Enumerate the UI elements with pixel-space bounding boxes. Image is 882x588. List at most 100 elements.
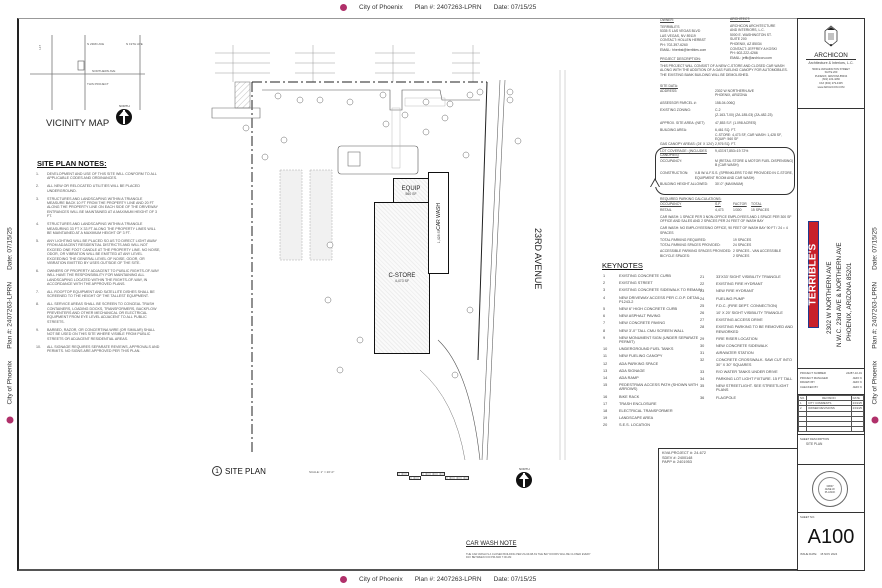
revision-delta-icon [650, 178, 660, 187]
city-seal-icon [871, 416, 879, 424]
parking-total-row: TOTAL PARKING SPACES PROVIDED:24 SPACES [660, 242, 752, 247]
keynote-item: 16Bike rack [603, 394, 640, 399]
scale-label: SCALE: 1" = 20'-0" [309, 470, 335, 474]
archicon-logo-icon [824, 25, 838, 47]
keynote-item: 8New 3'-0" tall CMU screen wall [603, 328, 684, 333]
parking-calculations: REQUIRED PARKING CALCULATIONS: OCCUPANCY… [660, 197, 795, 259]
site-data-row: BUILDING HEIGHT ALLOWED:30'-0" (MAXIMUM) [660, 182, 744, 187]
note-item: 10.All signage requires separate reviews… [36, 344, 160, 353]
equip-room: EQUIP 560 SF [393, 178, 429, 203]
keynote-item: 9New monument sign (under separate permi… [603, 335, 699, 345]
city-stamp-top: City of Phoenix Plan #: 2407263-LPRN Dat… [340, 4, 536, 11]
site-plan-notes-title: SITE PLAN NOTES: [37, 159, 107, 168]
svg-text:N 19TH AVE: N 19TH AVE [126, 42, 143, 46]
city-seal-icon [6, 416, 14, 424]
vicinity-map-drawing: I-17 N 23RD AVE N 19TH AVE NORTHERN AVE … [30, 35, 145, 110]
keynote-item: 4New driveway access per C.O.P. detail P… [603, 295, 700, 304]
parking-row: RETAIL 4,473 1/300 15 SPACES [660, 208, 770, 213]
drawing-sheet [17, 18, 865, 571]
site-data-row: OCCUPANCY:M (RETAIL STORE & MOTOR FUEL D… [660, 158, 794, 168]
keynote-item: 31Air/water station [700, 351, 754, 356]
site-data-row: EXISTING ZONING:C-2 (Z-163-T-00) (ZA-185… [660, 108, 773, 117]
svg-text:NORTHERN AVE: NORTHERN AVE [92, 69, 115, 73]
site-data-row: ADDRESS:2302 W NORTHERN AVE PHOENIX, ARI… [660, 88, 755, 98]
keynotes-title: KEYNOTES [602, 261, 643, 270]
sheet-description-block: SHEET DESCRIPTION SITE PLAN [798, 435, 864, 465]
sheet-number: A100 [807, 525, 855, 548]
city-stamp-bottom: City of Phoenix Plan #: 2407263-LPRN Dat… [340, 576, 536, 583]
title-block: ARCHICON Architecture & Interiors, L.C. … [797, 18, 865, 571]
site-plan-title: 1 SITE PLAN [212, 466, 266, 476]
keynote-item: 30New concrete sidewalk [700, 344, 768, 349]
keynote-item: 33R/O water tanks under drive [700, 369, 778, 374]
project-identity-block: TERRIBLE'S 2302 W NORTHERN AVE N.W.C. 23… [798, 109, 864, 369]
keynote-item: 24Fueling pump [700, 296, 745, 301]
keynote-item: 29Fire riser location [700, 336, 758, 341]
north-arrow-icon [116, 109, 132, 125]
site-data-row: APPROX. SITE AREA: (NET)47,853 S.F. (1.0… [660, 120, 757, 125]
keynote-item: 19Landscape area [603, 416, 654, 421]
architect-logo-block: ARCHICON Architecture & Interiors, L.C. … [798, 19, 864, 109]
site-data-row: ASSESSOR PARCEL #:158-04-006Q [660, 100, 735, 105]
city-seal-icon [340, 4, 347, 11]
keynote-item: 25F.D.C. (fire dept. connection) [700, 303, 778, 308]
car-wash-building: CAR WASH 1,428 SF [428, 172, 449, 274]
keynote-item: 23New fire hydrant [700, 289, 754, 294]
site-data-row: CONSTRUCTION:V-B W/ A.F.S.S. (SPRINKLERS… [660, 170, 793, 180]
vicinity-map-title: VICINITY MAP [46, 118, 110, 129]
keynote-item: 10Underground fuel tanks [603, 347, 674, 352]
svg-text:THIS PROJECT: THIS PROJECT [87, 82, 109, 86]
note-item: 4.Structures and landscaping within a tr… [36, 222, 156, 235]
parking-header-row: OCCUPANCY S.F. FACTOR TOTAL [660, 201, 762, 206]
site-data-row: GAS CANOPY AREAS: (24' X 124')2,976 SQ. … [660, 141, 736, 146]
c-store-building: C-STORE 4,473 SF [374, 202, 430, 354]
scale-bar [397, 472, 473, 480]
site-north-arrow-icon [516, 472, 532, 488]
city-seal-icon [340, 576, 347, 583]
keynote-item: 7New concrete paving [603, 321, 666, 326]
city-stamp-left: City of Phoenix Plan #: 2407263-LPRN Dat… [6, 174, 14, 424]
site-plan-drawing [211, 45, 566, 460]
professional-seal-block: 33847 JENE W. PLANCK [798, 465, 864, 513]
keynote-item: 22Existing fire hydrant [700, 282, 763, 287]
keynote-item: 35New streetlight. See streetlight plans [700, 384, 789, 393]
keynote-item: 17Trash enclosure [603, 401, 657, 406]
keynote-item: 15Pedestrian access path (shown with arr… [603, 383, 698, 392]
keynote-item: 34Parking lot light fixture. 15 ft tall [700, 377, 793, 382]
architect-seal: 33847 JENE W. PLANCK [812, 471, 848, 507]
terribles-logo: TERRIBLE'S [808, 221, 819, 328]
kiva-block: KIVA PROJECT #: 24-672 SDEV #: 2400148 P… [658, 448, 798, 570]
keynote-item: 6New asphalt paving [603, 314, 661, 319]
note-item: 5.Any lighting will be placed so as to d… [36, 238, 161, 265]
note-item: 9.Barbed, razor, or concertina wire (or … [36, 327, 156, 341]
parking-total-row: BICYCLE SPACES:2 SPACES [660, 253, 750, 258]
parking-total-row: ACCESSIBLE PARKING SPACES PROVIDED:2 SPA… [660, 249, 782, 254]
note-item: 2.All new or relocated utilities will be… [36, 184, 140, 193]
owner-block: OWNER: TERRIBLE'S 5335 S LAS VEGAS BLVD … [660, 18, 707, 52]
keynote-item: 18Electrical transformer [603, 409, 673, 414]
note-item: 1.Development and use of this site will … [36, 172, 157, 181]
site-plan-notes-list: 1.Development and use of this site will … [36, 172, 161, 357]
note-item: 3.Structures and landscaping within a tr… [36, 196, 158, 219]
keynote-item: 3Existing concrete sidewalk to remain [603, 288, 702, 293]
svg-text:I-17: I-17 [38, 44, 42, 50]
site-data-row: BUILDING AREA:6,461 SQ. FT. C-STORE: 4,4… [660, 128, 782, 142]
svg-text:N 23RD AVE: N 23RD AVE [87, 42, 104, 46]
site-data: SITE DATA: ADDRESS:2302 W NORTHERN AVE P… [660, 84, 794, 187]
keynote-item: 11New fueling canopy [603, 354, 663, 359]
keynote-item: 20S.E.S. location [603, 423, 650, 428]
keynote-item: 36Flagpole [700, 395, 737, 400]
car-wash-note-title: CAR WASH NOTE [466, 541, 517, 547]
parking-total-row: TOTAL PARKING REQUIRED:19 SPACES [660, 238, 752, 243]
car-wash-note-text: THE CAR WASH IS A CLOSED BUILDING PER ZA… [466, 553, 591, 560]
keynote-item: 2Existing street [603, 281, 653, 286]
note-item: 7.All rooftop equipment and satellite di… [36, 289, 155, 299]
note-item: 6.Owners of property adjacent to public … [36, 268, 160, 287]
